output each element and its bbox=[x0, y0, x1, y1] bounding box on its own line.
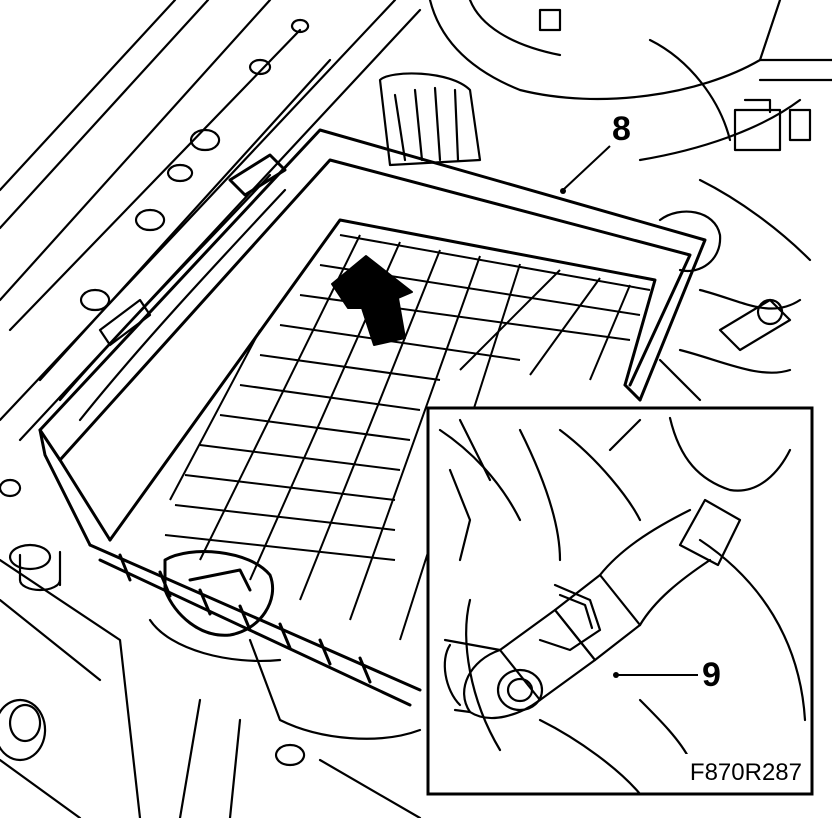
callout-9-label: 9 bbox=[702, 656, 721, 694]
direction-arrow bbox=[331, 255, 413, 346]
figure-reference: F870R287 bbox=[690, 759, 802, 786]
detail-inset: 9 F870R287 bbox=[426, 406, 814, 796]
air-cleaner-box bbox=[38, 128, 707, 707]
callout-8: 8 bbox=[560, 110, 631, 194]
callout-8-label: 8 bbox=[612, 110, 631, 148]
